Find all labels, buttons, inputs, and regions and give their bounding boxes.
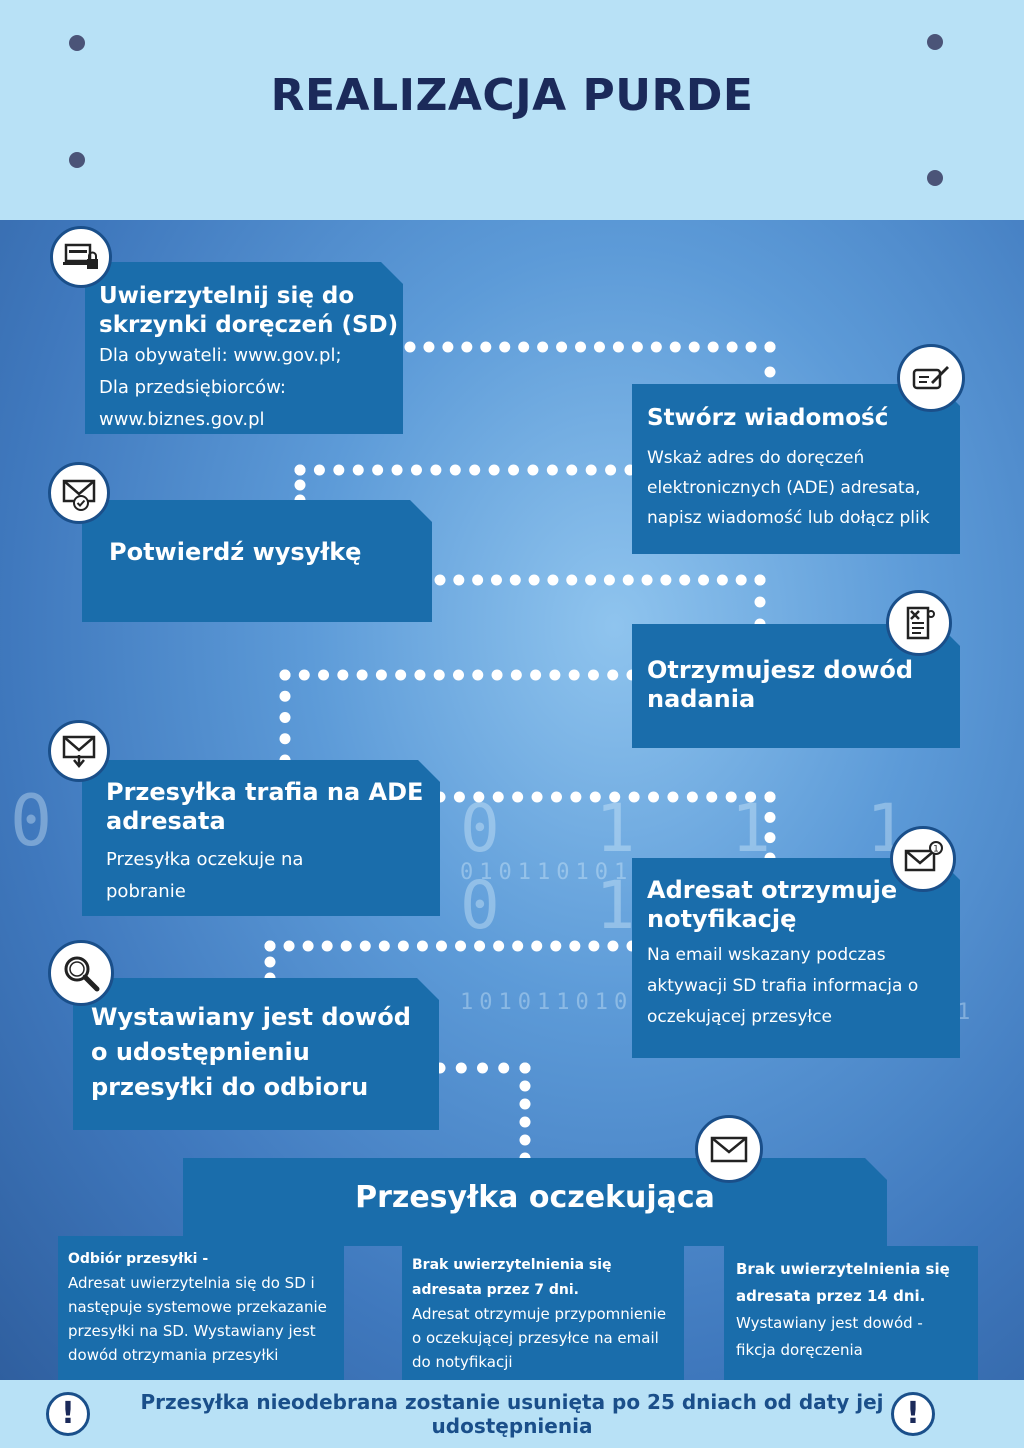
step-title: Uwierzytelnij się do skrzynki doręczeń (… — [99, 283, 399, 338]
step-desc-line: Dla obywateli: www.gov.pl; — [99, 345, 342, 366]
step-confirm-send: Potwierdź wysyłkę — [82, 500, 432, 622]
pending-case-14-days: Brak uwierzytelnienia się adresata przez… — [724, 1246, 978, 1380]
footer-notice: Przesyłka nieodebrana zostanie usunięta … — [140, 1390, 884, 1438]
step-title: Wystawiany jest dowód o udostępnieniu pr… — [91, 1003, 411, 1101]
case-text: Wystawiany jest dowód - fikcja doręczeni… — [736, 1314, 923, 1359]
background-binary-decor: 0101101011 — [460, 860, 653, 885]
envelope-download-icon — [48, 720, 110, 782]
step-title: Adresat otrzymuje notyfikację — [647, 876, 898, 933]
case-text: Adresat otrzymuje przypomnienie o oczeku… — [412, 1305, 667, 1371]
decor-dot — [927, 170, 943, 186]
svg-text:1: 1 — [933, 845, 939, 855]
step-authenticate: Uwierzytelnij się do skrzynki doręczeń (… — [85, 262, 403, 434]
envelope-icon — [695, 1115, 763, 1183]
page-title: REALIZACJA PURDE — [270, 70, 754, 121]
step-desc: Na email wskazany podczas aktywacji SD t… — [647, 945, 919, 1027]
case-heading: Odbiór przesyłki - — [68, 1251, 209, 1267]
magnifier-icon — [48, 940, 114, 1006]
exclamation-icon: ! — [891, 1392, 935, 1436]
decor-dot — [927, 34, 943, 50]
step-create-message: Stwórz wiadomość Wskaż adres do doręczeń… — [632, 384, 960, 554]
case-heading: Brak uwierzytelnienia się adresata przez… — [736, 1260, 950, 1305]
decor-dot — [69, 35, 85, 51]
step-title: Otrzymujesz dowód nadania — [647, 656, 914, 713]
decor-dot — [69, 152, 85, 168]
footer: ! Przesyłka nieodebrana zostanie usunięt… — [0, 1380, 1024, 1448]
step-title: Stwórz wiadomość — [647, 405, 889, 431]
step-desc-line: www.biznes.gov.pl — [99, 409, 265, 430]
envelope-notification-icon: 1 — [890, 826, 956, 892]
pencil-message-icon — [897, 344, 965, 412]
step-ade-delivery: Przesyłka trafia na ADE adresata Przesył… — [82, 760, 440, 916]
background-binary-decor: 0 — [10, 780, 53, 862]
case-heading: Brak uwierzytelnienia się adresata przez… — [412, 1257, 612, 1298]
step-desc: Przesyłka oczekuje na pobranie — [106, 849, 304, 902]
step-availability-proof: Wystawiany jest dowód o udostępnieniu pr… — [73, 978, 439, 1130]
laptop-lock-icon — [50, 226, 112, 288]
pending-banner: Przesyłka oczekująca — [183, 1158, 887, 1246]
header: REALIZACJA PURDE — [0, 0, 1024, 220]
step-desc: Wskaż adres do doręczeń elektronicznych … — [647, 448, 930, 528]
pending-case-pickup: Odbiór przesyłki - Adresat uwierzytelnia… — [58, 1236, 344, 1380]
envelope-check-icon — [48, 462, 110, 524]
step-desc-line: Dla przedsiębiorców: — [99, 377, 286, 398]
exclamation-icon: ! — [46, 1392, 90, 1436]
pending-case-7-days: Brak uwierzytelnienia się adresata przez… — [402, 1242, 684, 1380]
step-title: Potwierdź wysyłkę — [109, 538, 362, 566]
pending-title: Przesyłka oczekująca — [355, 1180, 715, 1215]
receipt-icon — [886, 590, 952, 656]
background-binary-decor: 1010110101 — [460, 990, 653, 1015]
case-text: Adresat uwierzytelnia się do SD i następ… — [68, 1274, 327, 1364]
step-title: Przesyłka trafia na ADE adresata — [106, 778, 424, 835]
step-notification: Adresat otrzymuje notyfikację Na email w… — [632, 858, 960, 1058]
